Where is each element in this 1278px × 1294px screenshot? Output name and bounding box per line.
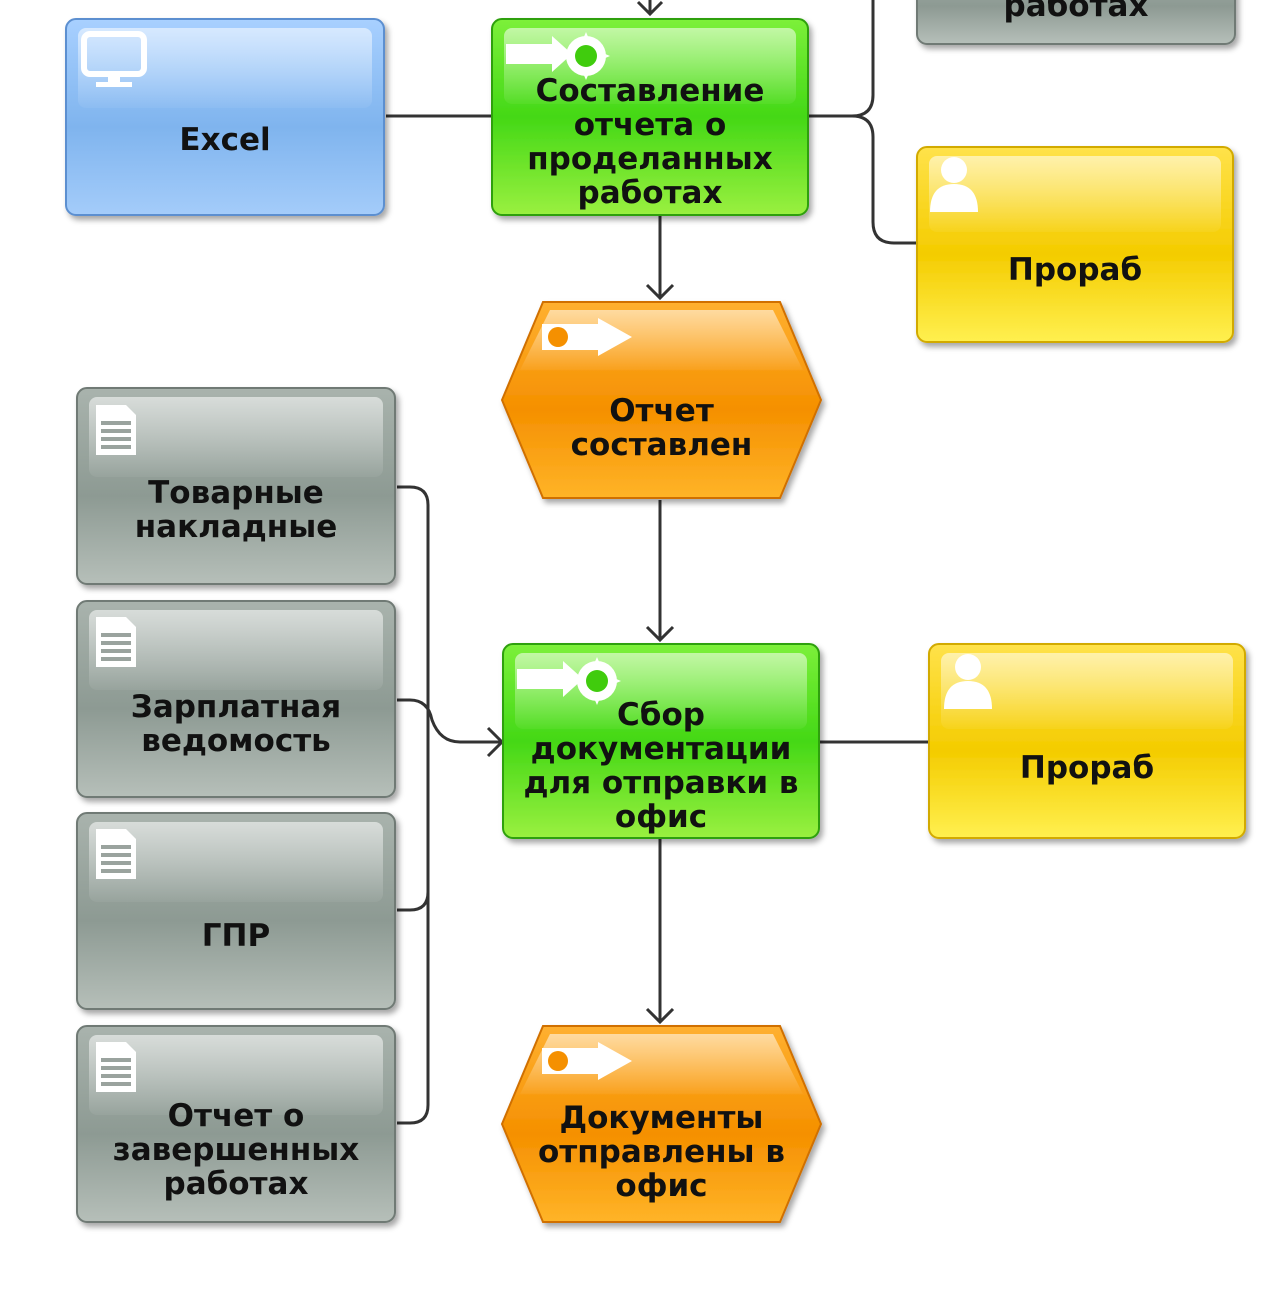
document-icon bbox=[96, 829, 136, 879]
document-icon bbox=[96, 617, 136, 667]
func-report-label: Составление отчета о проделанных работах bbox=[527, 73, 773, 211]
connector-top-in bbox=[636, 0, 664, 17]
role-1-shape[interactable] bbox=[916, 146, 1234, 343]
excel-label: Excel bbox=[179, 122, 271, 158]
doc-completed-shape[interactable] bbox=[76, 1025, 396, 1223]
document-icon bbox=[96, 405, 136, 455]
func-report-shape[interactable] bbox=[491, 18, 809, 216]
func-collect-label: Сбор документации для отправки в офис bbox=[523, 697, 799, 835]
role-2-shape[interactable] bbox=[928, 643, 1246, 839]
connector-payroll-func bbox=[397, 698, 502, 744]
doc-completed-label: Отчет о завершенных работах bbox=[112, 1098, 360, 1202]
role-2-label: Прораб bbox=[1019, 750, 1155, 786]
doc-invoices-shape[interactable] bbox=[76, 387, 396, 585]
doc-gpr-label: ГПР bbox=[201, 918, 271, 954]
excel-system-shape[interactable] bbox=[65, 18, 385, 216]
connector-func-event-sent bbox=[645, 838, 675, 1025]
connector-func-top-doc bbox=[808, 0, 875, 118]
top-doc-partial-shape[interactable] bbox=[916, 0, 1236, 45]
connector-docs-bus bbox=[397, 485, 430, 1125]
doc-invoices-label: Товарные накладные bbox=[134, 475, 338, 545]
event-sent-label: Документы отправлены в офис bbox=[537, 1100, 785, 1204]
document-icon bbox=[96, 1042, 136, 1092]
event-report-shape[interactable] bbox=[500, 301, 823, 499]
connector-func-event-report bbox=[645, 215, 675, 301]
doc-payroll-label: Зарплатная ведомость bbox=[130, 689, 342, 759]
func-collect-shape[interactable] bbox=[502, 643, 820, 839]
doc-payroll-shape[interactable] bbox=[76, 600, 396, 798]
event-report-label: Отчет составлен bbox=[570, 393, 753, 463]
top-doc-partial-label: работах bbox=[1003, 0, 1149, 24]
connector-gpr-bus bbox=[397, 891, 430, 912]
connector-event-func-collect bbox=[645, 500, 675, 643]
event-sent-shape[interactable] bbox=[500, 1025, 823, 1223]
doc-gpr-shape[interactable] bbox=[76, 812, 396, 1010]
role-1-label: Прораб bbox=[1007, 252, 1143, 288]
connector-func-role-1 bbox=[851, 114, 918, 245]
